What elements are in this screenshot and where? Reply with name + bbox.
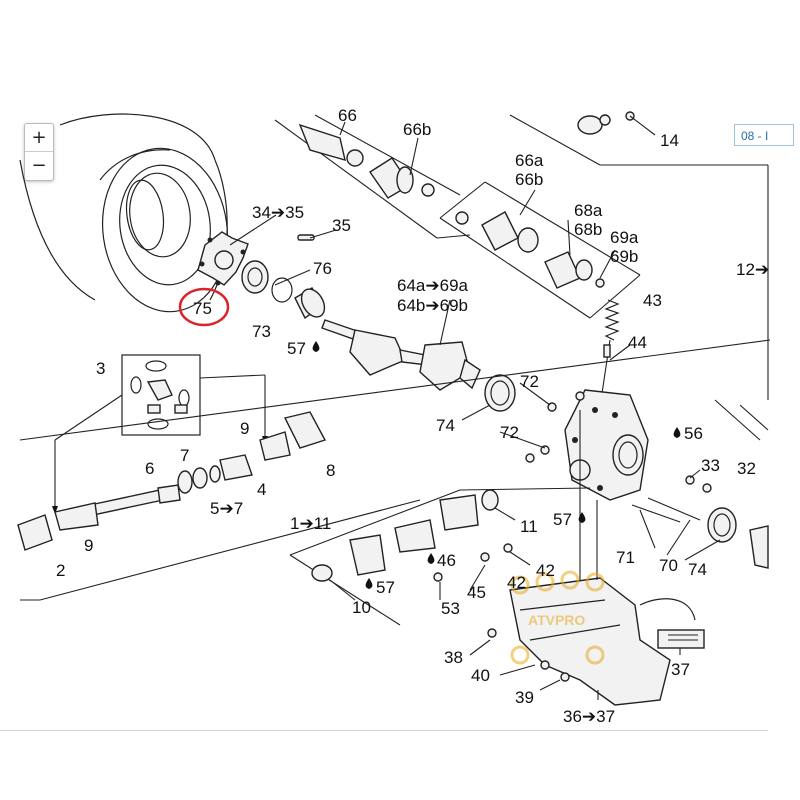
callout-33: 33 <box>701 456 720 475</box>
drop-icon-56 <box>673 427 681 438</box>
o-ring-76 <box>271 277 293 303</box>
drop-icon-57c <box>365 578 373 589</box>
callout-36-37: 36➔37 <box>563 707 615 726</box>
callout-66b: 66b <box>403 120 431 139</box>
callout-68b: 68b <box>574 220 602 239</box>
callout-37: 37 <box>671 660 690 679</box>
callout-70: 70 <box>659 556 678 575</box>
callout-5-7: 5➔7 <box>210 499 243 518</box>
callout-68a: 68a <box>574 201 603 220</box>
output-shaft <box>749 525 769 569</box>
callout-10: 10 <box>352 598 371 617</box>
callout-75: 75 <box>193 299 212 318</box>
cv-joint-kit-box <box>439 181 641 319</box>
callout-1-11: 1➔11 <box>290 514 331 533</box>
differential-housing <box>564 389 649 501</box>
callout-12: 12➔ <box>736 260 769 279</box>
pin-35 <box>297 234 315 241</box>
axle-shaft-64 <box>321 319 481 391</box>
callout-57a: 57 <box>287 339 306 358</box>
leader-lines <box>229 121 721 700</box>
callout-74a: 74 <box>436 416 455 435</box>
callout-9b: 9 <box>84 536 93 555</box>
seal-74b <box>707 507 737 543</box>
callout-38: 38 <box>444 648 463 667</box>
spring-43 <box>597 299 620 421</box>
seal-14 <box>577 111 656 136</box>
callout-57b: 57 <box>553 510 572 529</box>
drop-icon-57b <box>578 512 586 523</box>
callout-66-top: 66 <box>338 106 357 125</box>
callout-69a: 69a <box>610 228 639 247</box>
callout-42a: 42 <box>536 561 555 580</box>
nut-72b <box>540 445 550 455</box>
bolt-long <box>714 399 761 441</box>
callout-66b-2: 66b <box>515 170 543 189</box>
zoom-out-button[interactable]: − <box>25 151 53 179</box>
page-divider <box>0 730 768 731</box>
callout-64b: 64b➔69b <box>397 296 468 315</box>
watermark-text: ATVPRO <box>528 612 585 628</box>
callout-labels: 66 66b 14 66a 66b 68a 68b 69a 69b 34➔35 … <box>56 106 769 726</box>
skid-plate <box>487 410 705 706</box>
callout-40: 40 <box>471 666 490 685</box>
callout-53: 53 <box>441 599 460 618</box>
callout-32: 32 <box>737 459 756 478</box>
seal-ring <box>241 260 269 294</box>
callout-74b: 74 <box>688 560 707 579</box>
zoom-control: + − <box>24 123 54 181</box>
callout-45: 45 <box>467 583 486 602</box>
callout-57c: 57 <box>376 578 395 597</box>
u-joint-kit-box <box>121 354 201 436</box>
callout-11a: 11 <box>520 517 538 536</box>
cv-boot-kit-66 <box>274 114 471 239</box>
callout-8: 8 <box>326 461 335 480</box>
callout-66a: 66a <box>515 151 544 170</box>
bearing-73 <box>294 287 326 320</box>
callout-35: 35 <box>332 216 351 235</box>
drop-icon-57a <box>312 341 320 352</box>
highlight-circle <box>178 287 230 327</box>
callout-43: 43 <box>643 291 662 310</box>
callout-56: 56 <box>684 424 703 443</box>
callout-14: 14 <box>660 131 679 150</box>
callout-64a: 64a➔69a <box>397 276 469 295</box>
zoom-in-button[interactable]: + <box>31 127 47 148</box>
drive-shaft <box>17 339 771 601</box>
watermark-logo: ATVPRO <box>510 570 605 665</box>
callout-72b: 72 <box>500 423 519 442</box>
callout-46: 46 <box>437 551 456 570</box>
callout-42b: 42 <box>507 573 526 592</box>
callout-39: 39 <box>515 688 534 707</box>
callout-71: 71 <box>616 548 635 567</box>
callout-2: 2 <box>56 561 65 580</box>
callout-72a: 72 <box>520 372 539 391</box>
wheel-hub <box>197 231 249 286</box>
page-reference-tab[interactable]: 08 - I <box>734 124 794 146</box>
callout-9a: 9 <box>240 419 249 438</box>
callout-44: 44 <box>628 333 647 352</box>
bolt-71 <box>631 504 681 523</box>
callout-69b: 69b <box>610 247 638 266</box>
drop-icon-46 <box>427 553 435 564</box>
washer-33 <box>685 475 695 485</box>
wheel-tire <box>19 113 229 313</box>
callout-73: 73 <box>252 322 271 341</box>
callout-7: 7 <box>180 446 189 465</box>
callout-34-35: 34➔35 <box>252 203 304 222</box>
gear-box-group <box>289 487 591 626</box>
callout-76: 76 <box>313 259 332 278</box>
bolt-70 <box>647 497 701 521</box>
seal-74 <box>484 374 516 412</box>
grease-drop-icons <box>312 341 681 589</box>
callout-6: 6 <box>145 459 154 478</box>
callout-3: 3 <box>96 359 105 378</box>
callout-4: 4 <box>257 480 266 499</box>
